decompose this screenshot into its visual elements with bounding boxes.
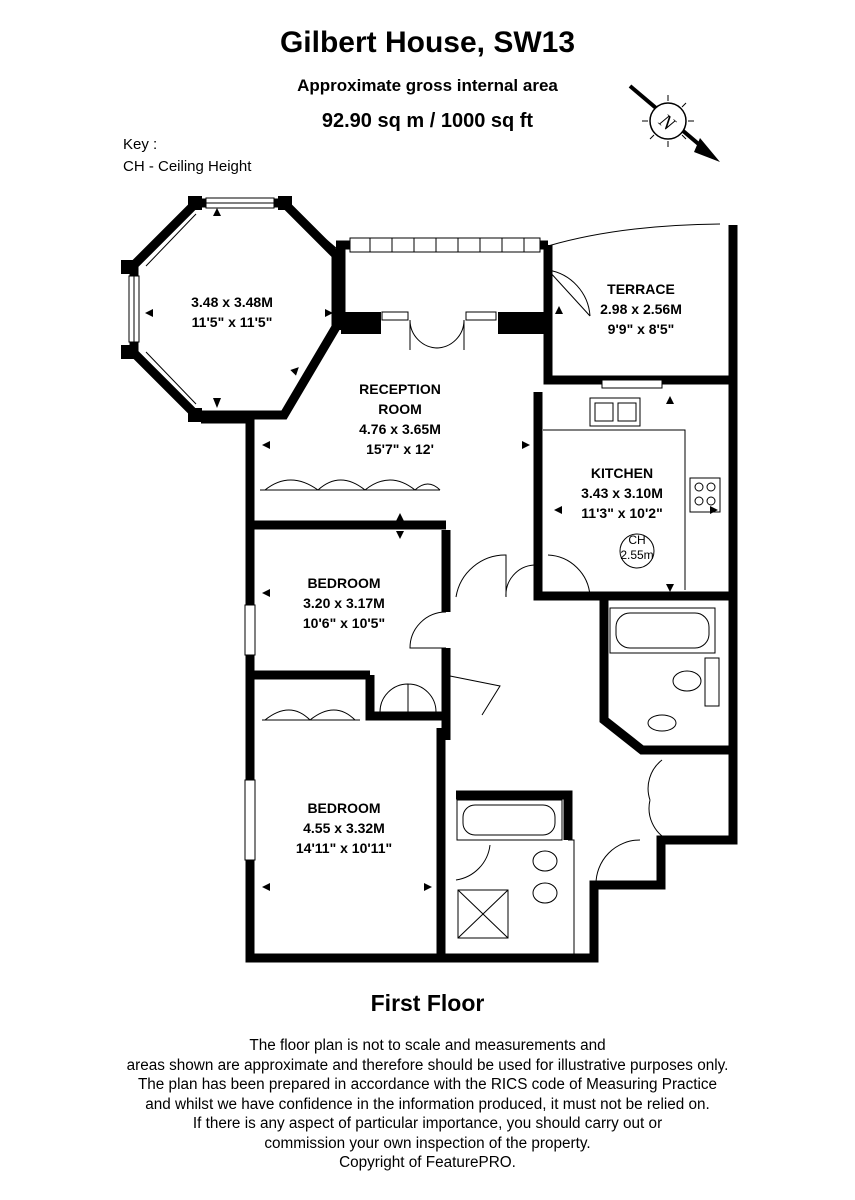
ceiling-height-value: 2.55m <box>620 548 654 562</box>
disclaimer-line: If there is any aspect of particular imp… <box>192 1115 663 1132</box>
floor-plan: N <box>121 84 738 963</box>
room-reception-label: RECEPTION ROOM 4.76 x 3.65M 15'7" x 12' <box>359 379 441 459</box>
compass-icon: N <box>628 84 720 162</box>
room-bedroom2-imperial: 14'11" x 10'11" <box>295 840 393 856</box>
room-octagon-label: 3.48 x 3.48M 11'5" x 11'5" <box>191 292 273 332</box>
room-reception-metric: 4.76 x 3.65M <box>359 421 441 437</box>
room-kitchen-name: KITCHEN <box>590 465 654 481</box>
kitchen-fixtures <box>543 379 721 597</box>
room-reception-imperial: 15'7" x 12' <box>366 441 434 457</box>
plan-title: Gilbert House, SW13 <box>279 26 576 59</box>
room-bedroom2-metric: 4.55 x 3.32M <box>303 820 385 836</box>
room-bedroom1-imperial: 10'6" x 10'5" <box>302 615 386 631</box>
disclaimer-line: Copyright of FeaturePRO. <box>339 1154 516 1171</box>
room-bedroom1-metric: 3.20 x 3.17M <box>303 595 385 611</box>
reception-front-wall <box>341 237 548 350</box>
room-kitchen-label: KITCHEN 3.43 x 3.10M 11'3" x 10'2" <box>581 463 663 523</box>
room-terrace-label: TERRACE 2.98 x 2.56M 9'9" x 8'5" <box>600 279 682 339</box>
area-value: 92.90 sq m / 1000 sq ft <box>321 110 534 132</box>
room-reception-name-2: ROOM <box>378 401 422 417</box>
ceiling-height-badge: CH 2.55m <box>620 533 653 563</box>
room-bedroom1-name: BEDROOM <box>307 575 381 591</box>
exterior-walls <box>201 225 738 963</box>
room-terrace-imperial: 9'9" x 8'5" <box>607 321 675 337</box>
dimension-markers <box>145 208 718 891</box>
bedroom-windows <box>244 604 256 861</box>
key-legend: Key : CH - Ceiling Height <box>123 134 251 178</box>
room-reception-name-1: RECEPTION <box>359 381 441 397</box>
disclaimer-line: commission your own inspection of the pr… <box>264 1134 591 1152</box>
area-heading: Approximate gross internal area <box>297 76 558 95</box>
room-terrace-name: TERRACE <box>607 281 675 297</box>
room-kitchen-imperial: 11'3" x 10'2" <box>581 505 663 521</box>
disclaimer: The floor plan is not to scale and measu… <box>0 1036 855 1173</box>
key-entry: CH - Ceiling Height <box>123 158 252 175</box>
terrace-area <box>547 223 721 317</box>
bathroom-fixtures <box>455 607 720 958</box>
disclaimer-line: and whilst we have confidence in the inf… <box>145 1095 710 1113</box>
room-kitchen-metric: 3.43 x 3.10M <box>581 485 663 501</box>
room-bedroom2-name: BEDROOM <box>307 800 381 816</box>
key-heading: Key : <box>123 136 158 153</box>
floor-label: First Floor <box>370 990 485 1016</box>
room-terrace-metric: 2.98 x 2.56M <box>600 301 682 317</box>
room-octagon-imperial: 11'5" x 11'5" <box>191 314 273 330</box>
ceiling-height-label: CH <box>628 533 646 547</box>
disclaimer-line: The floor plan is not to scale and measu… <box>249 1037 606 1054</box>
disclaimer-line: The plan has been prepared in accordance… <box>137 1076 718 1093</box>
room-bedroom1-label: BEDROOM 3.20 x 3.17M 10'6" x 10'5" <box>303 573 385 633</box>
room-bedroom2-label: BEDROOM 4.55 x 3.32M 14'11" x 10'11" <box>296 798 392 858</box>
octagon-room <box>121 196 341 422</box>
disclaimer-line: areas shown are approximate and therefor… <box>126 1056 729 1074</box>
room-octagon-metric: 3.48 x 3.48M <box>191 294 273 310</box>
internal-doors <box>260 479 669 886</box>
